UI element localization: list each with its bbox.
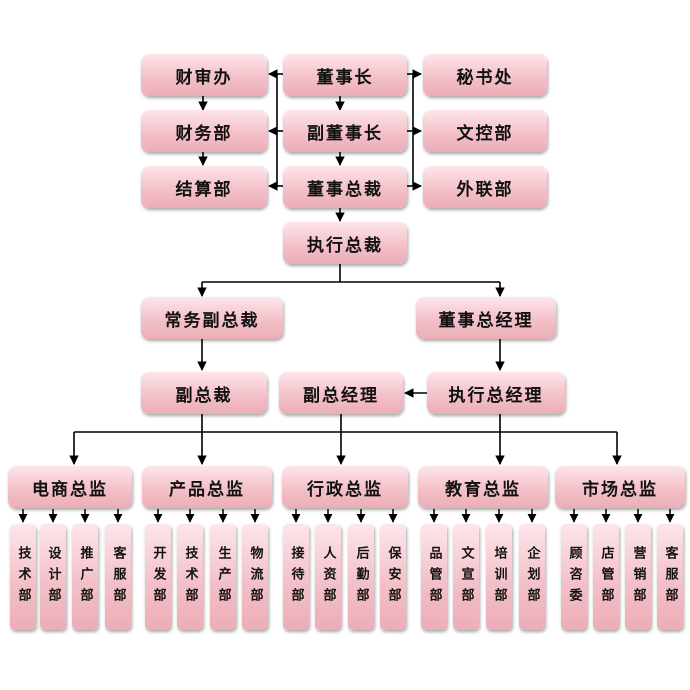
education-publicity-dept: 文宣部 [453, 524, 479, 630]
finance-audit-office-box: 财审办 [141, 54, 267, 96]
admin-logistics-support-dept: 后勤部 [348, 524, 374, 630]
education-director-box: 教育总监 [418, 466, 548, 508]
vice-president-box: 副总裁 [141, 372, 267, 414]
admin-human-resources-dept: 人资部 [315, 524, 341, 630]
product-logistics-dept: 物流部 [242, 524, 268, 630]
marketing-director-box: 市场总监 [555, 466, 685, 508]
deputy-general-manager-box: 副总经理 [279, 372, 403, 414]
marketing-sales-dept: 营销部 [625, 524, 651, 630]
admin-security-dept: 保安部 [380, 524, 406, 630]
executive-general-manager-box: 执行总经理 [427, 372, 565, 414]
ecommerce-director-box: 电商总监 [8, 466, 132, 508]
product-development-dept: 开发部 [145, 524, 171, 630]
ecommerce-technology-dept: 技术部 [10, 524, 36, 630]
marketing-customer-service-dept: 客服部 [657, 524, 683, 630]
vice-chairman-box: 副董事长 [283, 110, 407, 152]
executive-president-box: 执行总裁 [283, 222, 407, 264]
product-production-dept: 生产部 [210, 524, 236, 630]
product-director-box: 产品总监 [142, 466, 272, 508]
finance-department-box: 财务部 [141, 110, 267, 152]
marketing-store-management-dept: 店管部 [593, 524, 619, 630]
document-control-box: 文控部 [423, 110, 547, 152]
ecommerce-customer-service-dept: 客服部 [105, 524, 131, 630]
board-president-box: 董事总裁 [283, 166, 407, 208]
marketing-advisory-committee: 顾咨委 [561, 524, 587, 630]
education-training-dept: 培训部 [486, 524, 512, 630]
settlement-department-box: 结算部 [141, 166, 267, 208]
education-quality-dept: 品管部 [421, 524, 447, 630]
product-technology-dept: 技术部 [177, 524, 203, 630]
ecommerce-promotion-dept: 推广部 [72, 524, 98, 630]
admin-reception-dept: 接待部 [283, 524, 309, 630]
education-planning-dept: 企划部 [519, 524, 545, 630]
secretariat-box: 秘书处 [423, 54, 547, 96]
ecommerce-design-dept: 设计部 [40, 524, 66, 630]
chairman-box: 董事长 [283, 54, 407, 96]
board-general-manager-box: 董事总经理 [416, 297, 556, 339]
administration-director-box: 行政总监 [282, 466, 408, 508]
external-affairs-box: 外联部 [423, 166, 547, 208]
executive-vice-president-box: 常务副总裁 [141, 297, 283, 339]
